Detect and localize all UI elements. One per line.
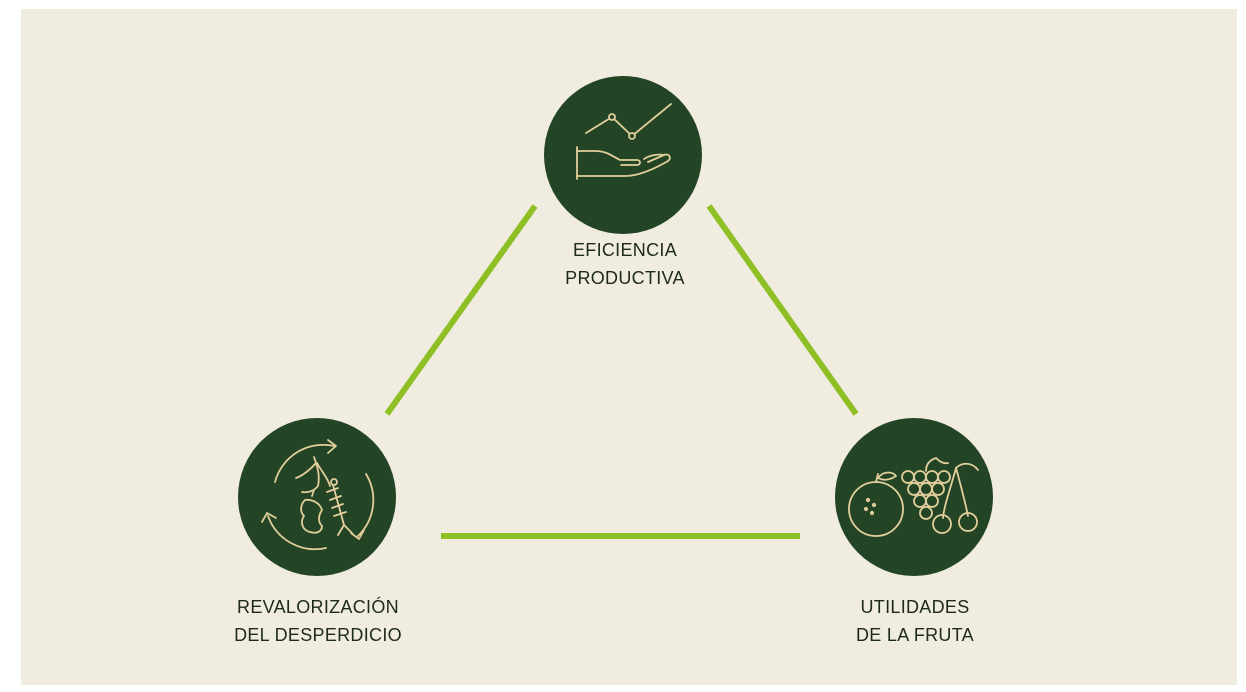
connector-top-right bbox=[706, 204, 859, 416]
node-circle-revalorizacion bbox=[238, 418, 396, 576]
node-label-utilidades-line1: UTILIDADES bbox=[860, 597, 970, 617]
node-label-utilidades-line2: DE LA FRUTA bbox=[856, 625, 974, 645]
node-label-revalorizacion-line1: REVALORIZACIÓN bbox=[237, 597, 399, 617]
node-circle-utilidades bbox=[835, 418, 993, 576]
hand-with-growth-chart-icon bbox=[576, 103, 672, 180]
recycle-organic-waste-icon bbox=[261, 439, 375, 551]
node-label-revalorizacion-line2: DEL DESPERDICIO bbox=[234, 625, 402, 645]
fruits-icon bbox=[848, 457, 979, 537]
node-label-revalorizacion: REVALORIZACIÓN DEL DESPERDICIO bbox=[234, 593, 402, 649]
node-label-eficiencia-line2: PRODUCTIVA bbox=[565, 268, 685, 288]
node-label-utilidades: UTILIDADES DE LA FRUTA bbox=[856, 593, 974, 649]
node-circle-eficiencia bbox=[544, 76, 702, 234]
connector-top-left bbox=[384, 204, 538, 416]
node-label-eficiencia-line1: EFICIENCIA bbox=[572, 240, 677, 260]
node-label-eficiencia: EFICIENCIA PRODUCTIVA bbox=[565, 236, 685, 292]
